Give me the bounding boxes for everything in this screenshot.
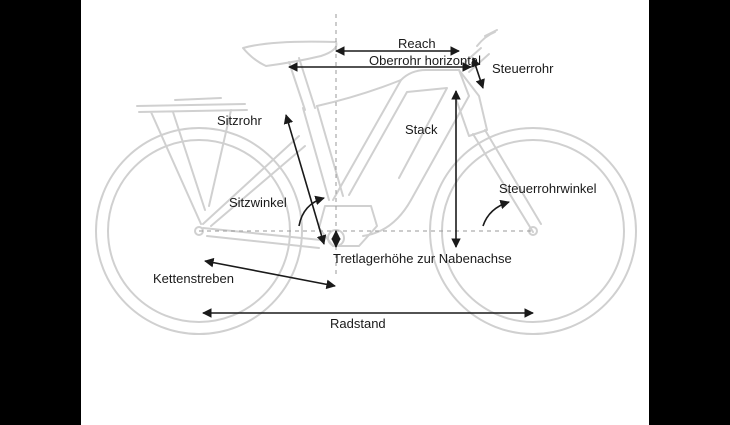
label-head-tube: Steuerrohr bbox=[492, 61, 554, 76]
chainstay-line bbox=[204, 257, 336, 290]
bike-geometry-svg: Reach Oberrohr horizontal Steuerrohr Sit… bbox=[95, 14, 637, 335]
label-seat-tube: Sitzrohr bbox=[217, 113, 262, 128]
fork bbox=[472, 129, 542, 233]
down-tube bbox=[332, 69, 470, 237]
head-angle-arc bbox=[482, 199, 510, 227]
seatpost bbox=[288, 57, 316, 111]
down-tube-inner bbox=[348, 87, 448, 196]
rear-rack bbox=[136, 103, 248, 225]
label-chainstay: Kettenstreben bbox=[153, 271, 234, 286]
head-tube bbox=[454, 69, 488, 137]
front-wheel-outer bbox=[429, 127, 637, 335]
head-tube-line bbox=[471, 57, 485, 89]
label-bb-height: Tretlagerhöhe zur Nabenachse bbox=[333, 251, 512, 266]
label-seat-angle: Sitzwinkel bbox=[229, 195, 287, 210]
seat-tube-line bbox=[283, 114, 327, 245]
label-top-tube: Oberrohr horizontal bbox=[369, 53, 481, 68]
label-head-angle: Steuerrohrwinkel bbox=[499, 181, 597, 196]
saddle bbox=[242, 40, 338, 67]
geometry-diagram: Reach Oberrohr horizontal Steuerrohr Sit… bbox=[81, 0, 649, 425]
rack-rail bbox=[174, 97, 222, 101]
seat-tube bbox=[302, 105, 344, 201]
top-tube bbox=[316, 79, 402, 107]
seat-angle-arc bbox=[298, 195, 325, 227]
label-reach: Reach bbox=[398, 36, 436, 51]
handlebar bbox=[476, 29, 498, 47]
label-stack: Stack bbox=[405, 122, 438, 137]
label-wheelbase: Radstand bbox=[330, 316, 386, 331]
measurements bbox=[202, 46, 534, 318]
